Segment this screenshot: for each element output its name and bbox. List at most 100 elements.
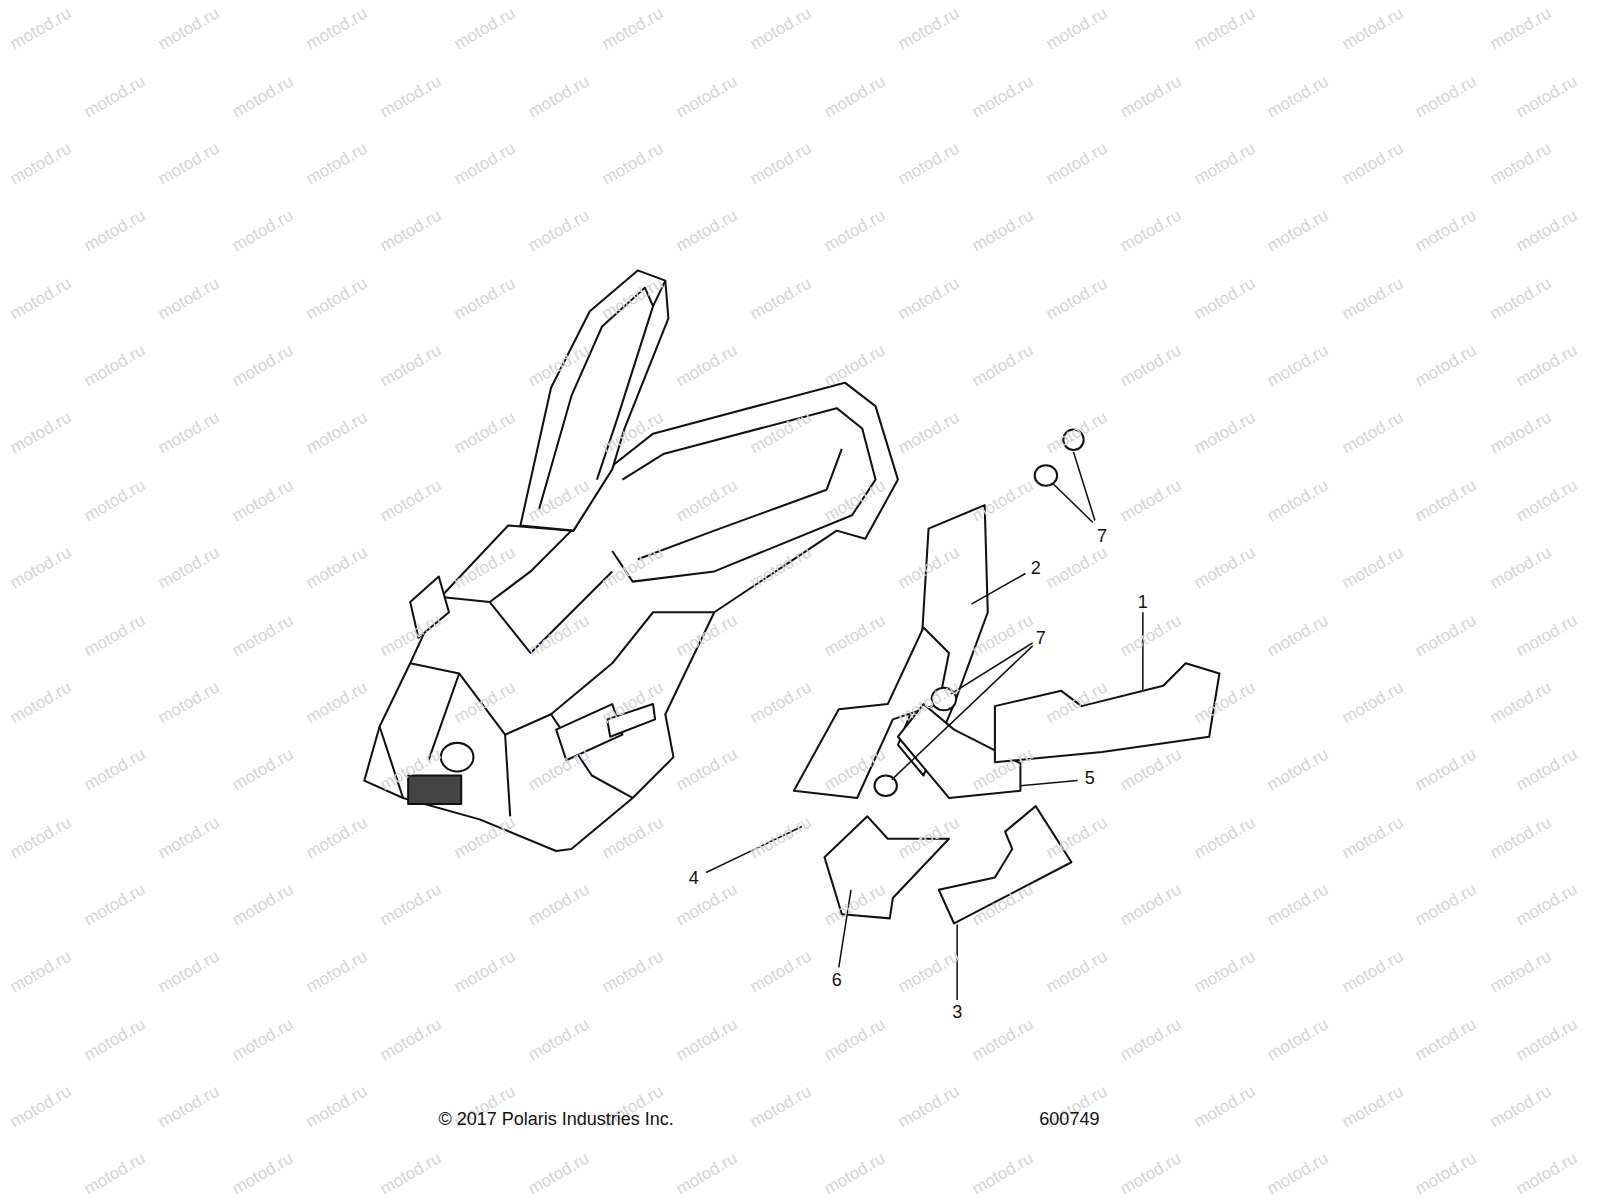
watermark: motod.ru: [1413, 880, 1480, 928]
watermark: motod.ru: [1117, 880, 1184, 928]
watermark: motod.ru: [1117, 1150, 1184, 1198]
watermark: motod.ru: [1339, 5, 1406, 53]
watermark: motod.ru: [1265, 342, 1332, 390]
watermark: motod.ru: [747, 139, 814, 187]
watermark: motod.ru: [1513, 611, 1580, 659]
watermark: motod.ru: [451, 409, 518, 457]
watermark: motod.ru: [821, 72, 888, 120]
watermark: motod.ru: [156, 678, 223, 726]
watermark: motod.ru: [377, 1015, 444, 1063]
watermark: motod.ru: [229, 72, 296, 120]
watermark: motod.ru: [229, 342, 296, 390]
watermark: motod.ru: [377, 342, 444, 390]
watermark: motod.ru: [8, 1082, 75, 1130]
watermark: motod.ru: [1191, 1082, 1258, 1130]
watermark: motod.ru: [377, 207, 444, 255]
watermark: motod.ru: [1513, 72, 1580, 120]
watermark: motod.ru: [156, 544, 223, 592]
watermark: motod.ru: [156, 1082, 223, 1130]
watermark: motod.ru: [303, 678, 370, 726]
watermark: motod.ru: [1487, 544, 1554, 592]
watermark: motod.ru: [1265, 746, 1332, 794]
watermark: motod.ru: [895, 139, 962, 187]
watermark: motod.ru: [81, 611, 148, 659]
watermark: motod.ru: [1487, 813, 1554, 861]
watermark: motod.ru: [673, 746, 740, 794]
watermark: motod.ru: [81, 880, 148, 928]
watermark: motod.ru: [599, 5, 666, 53]
watermark: motod.ru: [1191, 948, 1258, 996]
watermark: motod.ru: [1117, 72, 1184, 120]
watermark: motod.ru: [451, 5, 518, 53]
watermark: motod.ru: [1339, 409, 1406, 457]
watermark: motod.ru: [303, 139, 370, 187]
watermark: motod.ru: [303, 948, 370, 996]
watermark: motod.ru: [821, 207, 888, 255]
watermark: motod.ru: [673, 1015, 740, 1063]
callout-number: 2: [1029, 558, 1043, 578]
watermark: motod.ru: [525, 1150, 592, 1198]
callout-number: 4: [687, 868, 701, 888]
watermark: motod.ru: [895, 274, 962, 322]
watermark: motod.ru: [1339, 813, 1406, 861]
watermark: motod.ru: [1265, 207, 1332, 255]
watermark: motod.ru: [229, 880, 296, 928]
watermark: motod.ru: [821, 1150, 888, 1198]
watermark: motod.ru: [81, 746, 148, 794]
watermark: motod.ru: [1043, 948, 1110, 996]
watermark: motod.ru: [1191, 274, 1258, 322]
watermark: motod.ru: [1413, 72, 1480, 120]
watermark: motod.ru: [81, 207, 148, 255]
watermark: motod.ru: [1339, 1082, 1406, 1130]
watermark: motod.ru: [377, 880, 444, 928]
watermark: motod.ru: [1265, 72, 1332, 120]
watermark: motod.ru: [969, 1015, 1036, 1063]
watermark: motod.ru: [156, 5, 223, 53]
diagram-number: 600749: [1039, 1110, 1099, 1128]
watermark: motod.ru: [1339, 678, 1406, 726]
watermark: motod.ru: [747, 678, 814, 726]
watermark: motod.ru: [525, 1015, 592, 1063]
watermark: motod.ru: [229, 207, 296, 255]
watermark: motod.ru: [377, 1150, 444, 1198]
watermark: motod.ru: [1191, 813, 1258, 861]
watermark: motod.ru: [1339, 544, 1406, 592]
watermark: motod.ru: [229, 611, 296, 659]
watermark: motod.ru: [1413, 611, 1480, 659]
watermark: motod.ru: [1413, 207, 1480, 255]
watermark: motod.ru: [229, 1150, 296, 1198]
watermark: motod.ru: [895, 5, 962, 53]
watermark: motod.ru: [377, 476, 444, 524]
watermark: motod.ru: [673, 207, 740, 255]
watermark: motod.ru: [1413, 476, 1480, 524]
watermark: motod.ru: [1043, 139, 1110, 187]
watermark: motod.ru: [451, 948, 518, 996]
watermark: motod.ru: [747, 274, 814, 322]
watermark: motod.ru: [1265, 880, 1332, 928]
watermark: motod.ru: [1117, 611, 1184, 659]
callout-number: 1: [1136, 592, 1150, 612]
watermark: motod.ru: [1487, 139, 1554, 187]
callout-number: 6: [830, 970, 844, 990]
watermark: motod.ru: [303, 274, 370, 322]
watermark: motod.ru: [1487, 678, 1554, 726]
watermark: motod.ru: [81, 72, 148, 120]
watermark: motod.ru: [81, 342, 148, 390]
watermark: motod.ru: [303, 409, 370, 457]
watermark: motod.ru: [1513, 476, 1580, 524]
watermark: motod.ru: [1513, 1015, 1580, 1063]
watermark: motod.ru: [451, 139, 518, 187]
watermark: motod.ru: [8, 139, 75, 187]
leader-lines: [706, 452, 1143, 1000]
watermark: motod.ru: [969, 207, 1036, 255]
watermark: motod.ru: [1265, 611, 1332, 659]
watermark: motod.ru: [1487, 409, 1554, 457]
watermark: motod.ru: [969, 476, 1036, 524]
watermark: motod.ru: [673, 880, 740, 928]
watermark: motod.ru: [1513, 342, 1580, 390]
watermark: motod.ru: [1117, 1015, 1184, 1063]
watermark: motod.ru: [969, 1150, 1036, 1198]
callout-number: 3: [950, 1002, 964, 1022]
watermark: motod.ru: [156, 813, 223, 861]
watermark: motod.ru: [747, 813, 814, 861]
